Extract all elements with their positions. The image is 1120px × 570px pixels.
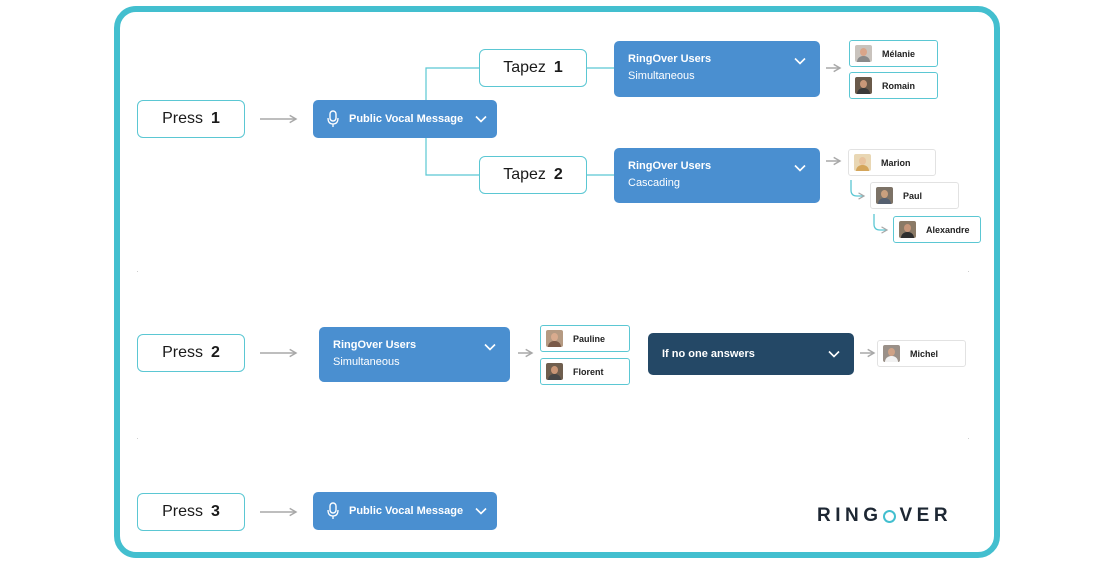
logo-o-ring — [882, 509, 896, 523]
user-avatar — [546, 363, 563, 380]
group-title: RingOver Users — [333, 339, 417, 351]
user-name: Pauline — [573, 333, 606, 344]
user-name: Paul — [903, 190, 923, 201]
user-card: Alexandre — [893, 216, 981, 243]
user-avatar — [855, 45, 872, 62]
public-vocal-message-box-1: Public Vocal Message — [313, 100, 497, 138]
tapez-word: Tapez — [503, 166, 546, 183]
chevron-down-icon[interactable] — [475, 115, 487, 123]
user-card: Florent — [540, 358, 630, 385]
chevron-down-icon[interactable] — [794, 164, 806, 172]
fallback-label: If no one answers — [662, 348, 755, 360]
tapez-word: Tapez — [503, 59, 546, 76]
user-card: Michel — [877, 340, 966, 367]
user-name: Mélanie — [882, 48, 916, 59]
press-word: Press — [162, 344, 203, 361]
group-title: RingOver Users — [628, 53, 712, 65]
logo-text-right: VER — [899, 505, 953, 526]
user-avatar — [899, 221, 916, 238]
public-vocal-message-box-3: Public Vocal Message — [313, 492, 497, 530]
user-avatar — [854, 154, 871, 171]
message-label: Public Vocal Message — [349, 113, 464, 125]
branch-connector — [425, 138, 479, 176]
press-2-node: Press 2 — [137, 334, 245, 372]
chevron-down-icon[interactable] — [484, 343, 496, 351]
tapez-1-node: Tapez 1 — [479, 49, 587, 87]
user-name: Romain — [882, 80, 916, 91]
user-avatar — [855, 77, 872, 94]
user-name: Michel — [910, 348, 939, 359]
press-number: 2 — [211, 344, 220, 361]
branch-connector — [425, 67, 479, 100]
user-avatar — [876, 187, 893, 204]
tapez-number: 2 — [553, 166, 563, 183]
user-card: Romain — [849, 72, 938, 99]
curved-arrow-icon — [873, 214, 889, 234]
press-number: 3 — [211, 503, 220, 520]
tapez-number: 1 — [553, 59, 563, 76]
user-card: Marion — [848, 149, 936, 176]
chevron-down-icon[interactable] — [475, 507, 487, 515]
user-avatar — [546, 330, 563, 347]
group-mode: Cascading — [628, 177, 680, 189]
chevron-down-icon[interactable] — [794, 57, 806, 65]
ringover-users-simultaneous-box: RingOver Users Simultaneous — [319, 327, 510, 382]
microphone-icon — [327, 502, 339, 519]
user-card: Pauline — [540, 325, 630, 352]
logo-text-left: RING — [817, 505, 883, 526]
user-card: Paul — [870, 182, 959, 209]
press-word: Press — [162, 110, 203, 127]
ringover-users-simultaneous-box: RingOver Users Simultaneous — [614, 41, 820, 97]
curved-arrow-icon — [850, 180, 866, 200]
ringover-users-cascading-box: RingOver Users Cascading — [614, 148, 820, 203]
user-card: Mélanie — [849, 40, 938, 67]
user-name: Marion — [881, 157, 911, 168]
message-label: Public Vocal Message — [349, 505, 464, 517]
chevron-down-icon[interactable] — [828, 350, 840, 358]
user-avatar — [883, 345, 900, 362]
user-name: Florent — [573, 366, 604, 377]
group-mode: Simultaneous — [628, 70, 695, 82]
user-name: Alexandre — [926, 224, 970, 235]
tapez-2-node: Tapez 2 — [479, 156, 587, 194]
if-no-one-answers-box: If no one answers — [648, 333, 854, 375]
group-title: RingOver Users — [628, 160, 712, 172]
group-mode: Simultaneous — [333, 356, 400, 368]
microphone-icon — [327, 110, 339, 127]
press-3-node: Press 3 — [137, 493, 245, 531]
press-number: 1 — [211, 110, 220, 127]
press-1-node: Press 1 — [137, 100, 245, 138]
ringover-logo: RING VER — [817, 505, 952, 527]
press-word: Press — [162, 503, 203, 520]
